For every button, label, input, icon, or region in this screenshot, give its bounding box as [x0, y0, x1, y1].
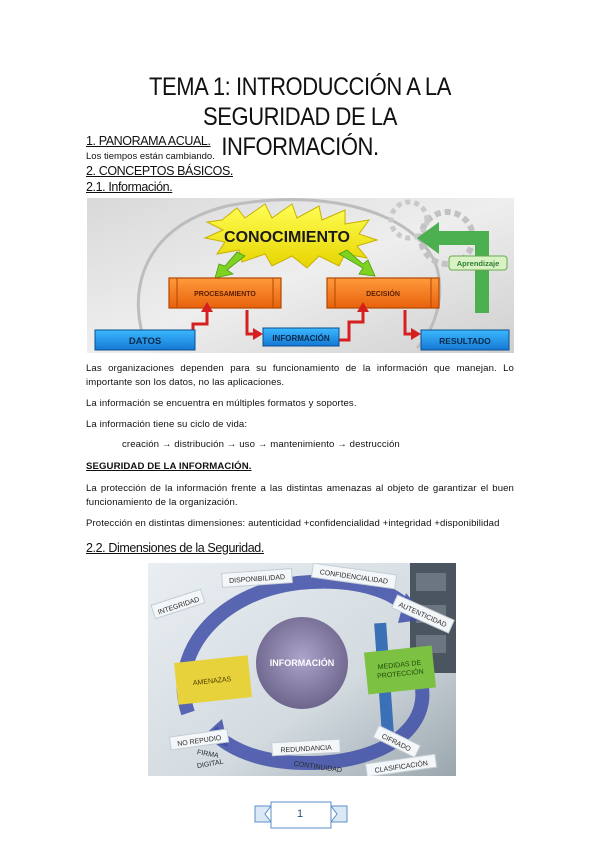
disponibilidad-label: DISPONIBILIDAD	[229, 574, 285, 585]
section-1-text: Los tiempos están cambiando.	[86, 151, 215, 162]
paragraph-proteccion: La protección de la información frente a…	[86, 483, 514, 508]
feedback-arrow	[437, 231, 489, 313]
life-cycle-line: creación → distribución → uso → mantenim…	[122, 439, 400, 450]
conocimiento-label: CONOCIMIENTO	[224, 229, 350, 246]
procesamiento-box	[168, 277, 282, 309]
amenazas-card	[174, 655, 252, 705]
amenazas-label: AMENAZAS	[193, 676, 232, 687]
no-repudio-tag	[168, 728, 230, 751]
confidencialidad-tag	[310, 563, 398, 590]
autenticidad-tag	[391, 594, 455, 634]
page-title: TEMA 1: INTRODUCCIÓN A LA SEGURIDAD DE L…	[89, 72, 511, 162]
disponibilidad-tag	[221, 568, 293, 588]
processing-output-arrow	[245, 310, 255, 336]
section-2-heading: 2. CONCEPTOS BÁSICOS.	[86, 164, 233, 178]
page-number-ribbon	[254, 801, 348, 829]
clasificacion-tag	[364, 753, 438, 776]
decision-label: DECISIÓN	[366, 289, 400, 298]
datos-label: DATOS	[129, 336, 161, 347]
security-dimensions-image: INFORMACIÓN AMENAZAS MEDIDAS DE PROTECCI…	[148, 563, 456, 776]
resultado-label: RESULTADO	[439, 336, 491, 346]
arrow-down-right	[338, 249, 376, 277]
paragraph-dimensiones: Protección en distintas dimensiones: aut…	[86, 518, 500, 529]
section-2-2-heading: 2.2. Dimensiones de la Seguridad.	[86, 541, 264, 555]
redundancia-tag	[271, 738, 341, 757]
resultado-box	[420, 329, 510, 351]
paragraph-formatos: La información se encuentra en múltiples…	[86, 398, 357, 409]
title-line-1: TEMA 1: INTRODUCCIÓN A LA SEGURIDAD DE L…	[149, 73, 451, 131]
aprendizaje-tag	[448, 255, 508, 271]
information-flow-diagram: CONOCIMIENTO Aprendizaje PROCESAMIENTO D…	[87, 198, 514, 353]
paragraph-ciclo: La información tiene su ciclo de vida:	[86, 419, 248, 430]
cifrado-tag	[372, 724, 421, 759]
firma-label: FIRMA	[196, 749, 219, 760]
page-number: 1	[296, 808, 304, 820]
conocimiento-burst	[203, 203, 379, 269]
digital-label: DIGITAL	[196, 759, 224, 771]
datos-box	[94, 329, 196, 351]
aprendizaje-label: Aprendizaje	[457, 259, 500, 268]
seguridad-heading: SEGURIDAD DE LA INFORMACIÓN.	[86, 461, 252, 472]
gear-icon	[388, 199, 430, 241]
informacion-arrow	[339, 310, 365, 342]
feedback-arrowhead	[417, 222, 439, 254]
informacion-circle	[256, 617, 348, 709]
procesamiento-label: PROCESAMIENTO	[194, 291, 256, 298]
section-2-1-heading: 2.1. Información.	[86, 180, 173, 194]
decision-output-arrow	[403, 310, 413, 336]
title-line-2: INFORMACIÓN.	[221, 133, 379, 161]
informacion-box	[262, 327, 340, 347]
medidas-card	[363, 645, 437, 695]
medidas-label-1: MEDIDAS DE	[378, 660, 422, 672]
redundancia-label: REDUNDANCIA	[280, 745, 332, 755]
cycle-arrow-bottom	[206, 670, 430, 771]
decision-box	[326, 277, 440, 309]
paragraph-organizaciones: Las organizaciones dependen para su func…	[86, 363, 514, 388]
integridad-tag	[150, 588, 206, 620]
section-1-heading: 1. PANORAMA ACUAL.	[86, 134, 211, 148]
informacion-circle-label: INFORMACIÓN	[270, 657, 335, 668]
arrow-down-left	[214, 251, 246, 279]
informacion-label: INFORMACIÓN	[272, 334, 330, 343]
